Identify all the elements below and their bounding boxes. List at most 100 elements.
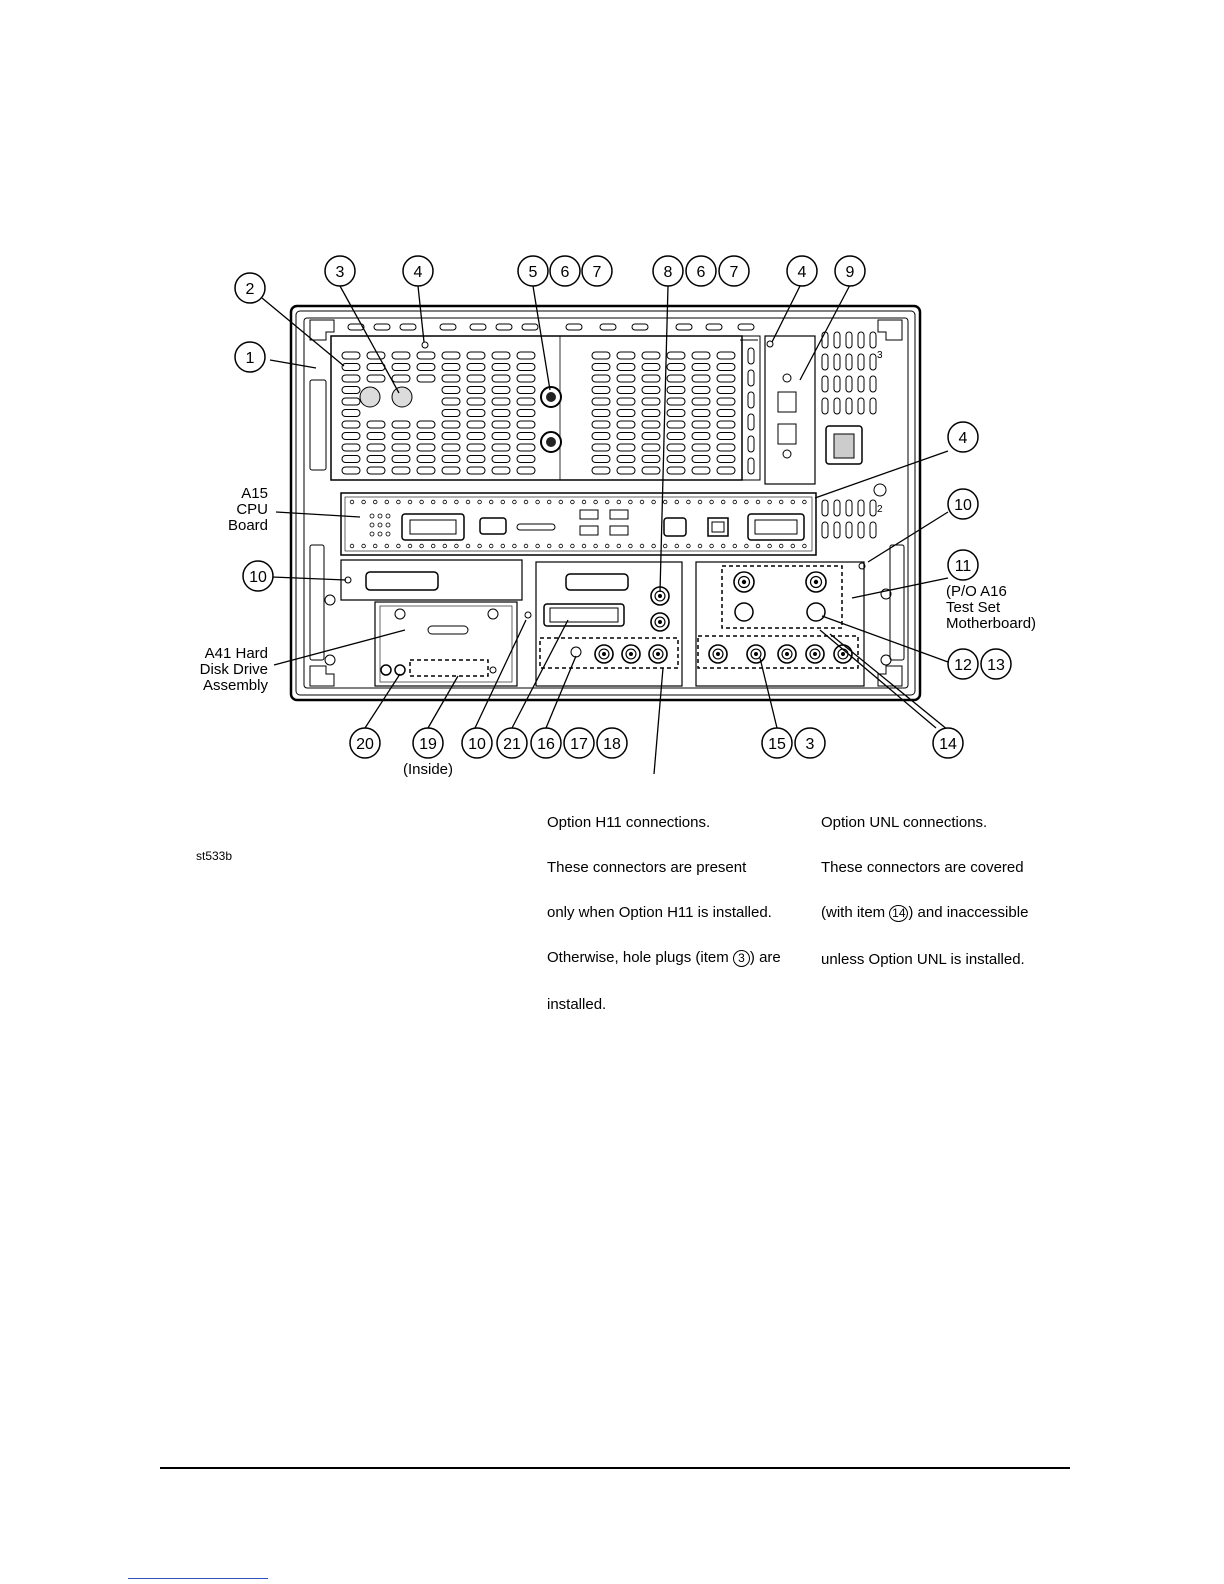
vent-slot (441, 443, 461, 452)
rf-connector-ring (654, 616, 666, 628)
svg-text:10: 10 (954, 497, 972, 514)
vent-slot (641, 351, 661, 360)
vent-slot (591, 409, 611, 417)
screw-dot (802, 499, 807, 505)
vent-slot (857, 521, 865, 539)
screw-dot (523, 499, 529, 505)
rf-connector-ring (625, 648, 637, 660)
rf-connector-pin (716, 652, 720, 656)
svg-text:1: 1 (246, 350, 255, 367)
screw-dot (523, 543, 529, 549)
vent-slot (516, 374, 536, 383)
vent-slot (466, 409, 486, 417)
callout-20: 20 (349, 727, 381, 759)
svg-text:A41 Hard: A41 Hard (205, 645, 268, 662)
callout-15: 15 (761, 727, 793, 759)
footer-link-underline[interactable] (128, 1578, 268, 1579)
vent-slot (441, 363, 461, 371)
label-inside: (Inside) (403, 761, 453, 778)
screw-dot (385, 531, 391, 537)
svg-text:6: 6 (561, 264, 570, 281)
screw-dot (500, 499, 505, 505)
vent-slot (716, 363, 736, 371)
vent-slot (616, 386, 636, 394)
vent-slot (591, 363, 611, 371)
callout-13: 13 (980, 648, 1012, 680)
vent-slot (716, 455, 736, 463)
screw-dot (431, 543, 436, 549)
screw-dot (674, 499, 679, 505)
vent-slot (616, 363, 636, 371)
screw-dot (419, 543, 424, 549)
vent-slot (716, 374, 736, 383)
screw-dot (396, 543, 401, 549)
callout-14: 14 (932, 727, 964, 759)
vent-slot (591, 466, 611, 475)
screw-dot (361, 499, 366, 505)
vent-slot (716, 351, 736, 360)
vent-slot (441, 432, 461, 440)
screw-dot (697, 499, 703, 505)
svg-text:17: 17 (570, 736, 588, 753)
vent-slot (466, 455, 486, 463)
screw-dot (373, 499, 378, 505)
note-h11-line3: only when Option H11 is installed. (547, 904, 772, 921)
screw-dot (651, 543, 656, 549)
callout-3-second: 3 (794, 727, 826, 759)
vent-slot (747, 457, 755, 475)
screw-dot (639, 499, 645, 505)
vent-slot (747, 413, 755, 431)
screw-dot (570, 543, 575, 549)
screw-dot (709, 543, 714, 549)
vent-slot (641, 455, 661, 463)
vent-slot (516, 351, 536, 360)
vent-slot (491, 455, 511, 463)
vent-slot (516, 363, 536, 371)
vent-slot (833, 521, 841, 539)
vent-slot (516, 443, 536, 452)
svg-text:19: 19 (419, 736, 437, 753)
vent-slot (516, 409, 536, 417)
vent-slot (516, 455, 536, 463)
vent-slot (821, 375, 829, 393)
screw-dot (721, 499, 726, 505)
screw-dot (767, 543, 772, 549)
screw-dot (709, 499, 714, 505)
label-cpu-board: A15 CPU Board (228, 485, 268, 534)
svg-text:10: 10 (249, 569, 267, 586)
vent-slot (869, 375, 877, 393)
vent-slot (616, 409, 636, 417)
screw-dot (616, 499, 621, 505)
rf-connector-ring (712, 648, 724, 660)
svg-text:4: 4 (798, 264, 807, 281)
svg-text:16: 16 (537, 736, 555, 753)
vent-slot (691, 374, 711, 383)
svg-text:10: 10 (468, 736, 486, 753)
vent-slot (691, 363, 711, 371)
vent-slot (466, 432, 486, 440)
vent-slot (491, 351, 511, 360)
vent-slot (616, 432, 636, 440)
vent-slot (845, 521, 853, 539)
vent-slot (716, 466, 736, 475)
screw-dot (790, 499, 795, 505)
vent-slot (391, 420, 411, 429)
footer-rule (160, 1467, 1070, 1469)
callout-10-bottom: 10 (461, 727, 493, 759)
screw-dot (384, 499, 389, 505)
svg-text:4: 4 (959, 430, 968, 447)
vent-slot (366, 443, 386, 452)
vent-slot (391, 363, 411, 371)
note-unl-line3: (with item 14) and inaccessible (821, 905, 1028, 922)
callout-4-third: 4 (947, 421, 979, 453)
screw-dot (616, 543, 621, 549)
vent-slot (666, 351, 686, 360)
screw-dot (581, 499, 587, 505)
svg-text:4: 4 (414, 264, 423, 281)
vent-slot (833, 353, 841, 371)
note-option-unl: Option UNL connections. These connectors… (821, 785, 1028, 982)
vent-slot (516, 386, 536, 394)
note-unl-line4: unless Option UNL is installed. (821, 951, 1025, 968)
screw-dot (396, 499, 401, 505)
svg-text:15: 15 (768, 736, 786, 753)
